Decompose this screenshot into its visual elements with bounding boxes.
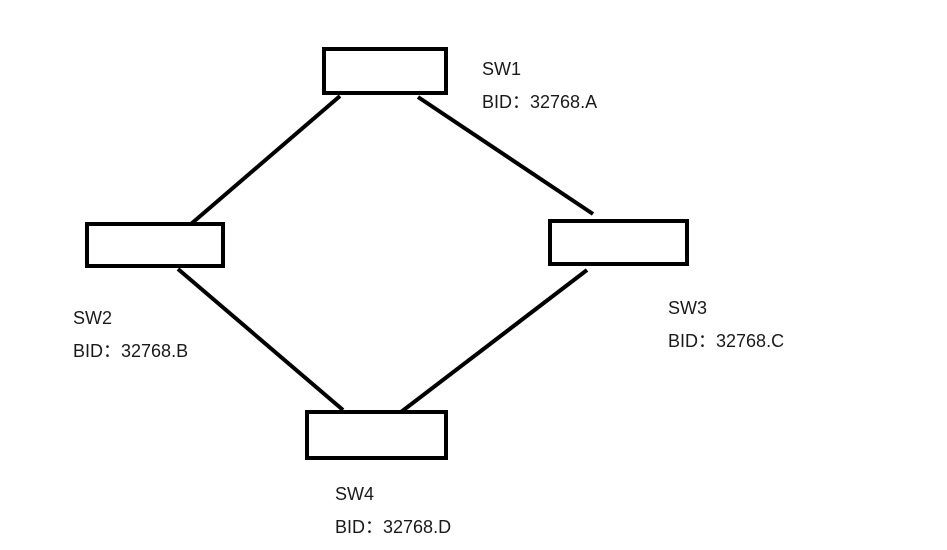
link-sw2-sw4 <box>176 267 345 412</box>
bid-label: BID <box>335 517 366 537</box>
bid-label: BID <box>73 341 104 361</box>
switch-label-sw3: SW3 BID：32768.C <box>668 292 784 358</box>
switch-bid-sw3: BID：32768.C <box>668 325 784 358</box>
switch-box-sw2 <box>85 222 225 268</box>
link-sw1-sw3 <box>416 95 595 216</box>
switch-label-sw2: SW2 BID：32768.B <box>73 302 188 368</box>
bid-label: BID <box>482 92 513 112</box>
bid-separator: ： <box>103 341 122 361</box>
bid-value: 32768.A <box>530 92 598 112</box>
switch-label-sw4: SW4 BID：32768.D <box>335 478 451 544</box>
switch-name-sw3: SW3 <box>668 298 708 318</box>
switch-bid-sw2: BID：32768.B <box>73 335 188 368</box>
bid-value: 32768.C <box>716 331 785 351</box>
switch-bid-sw4: BID：32768.D <box>335 511 451 544</box>
bid-label: BID <box>668 331 699 351</box>
switch-box-sw3 <box>548 219 689 266</box>
bid-separator: ： <box>698 331 717 351</box>
switch-name-sw2: SW2 <box>73 308 113 328</box>
switch-name-sw1: SW1 <box>482 59 522 79</box>
link-sw1-sw2 <box>182 94 342 232</box>
bid-separator: ： <box>512 92 531 112</box>
bid-value: 32768.D <box>383 517 452 537</box>
switch-bid-sw1: BID：32768.A <box>482 86 597 119</box>
switch-name-sw4: SW4 <box>335 484 375 504</box>
bid-value: 32768.B <box>121 341 189 361</box>
link-sw3-sw4 <box>399 268 589 414</box>
switch-box-sw4 <box>305 410 448 460</box>
bid-separator: ： <box>365 517 384 537</box>
switch-label-sw1: SW1 BID：32768.A <box>482 53 597 119</box>
switch-box-sw1 <box>322 47 448 95</box>
